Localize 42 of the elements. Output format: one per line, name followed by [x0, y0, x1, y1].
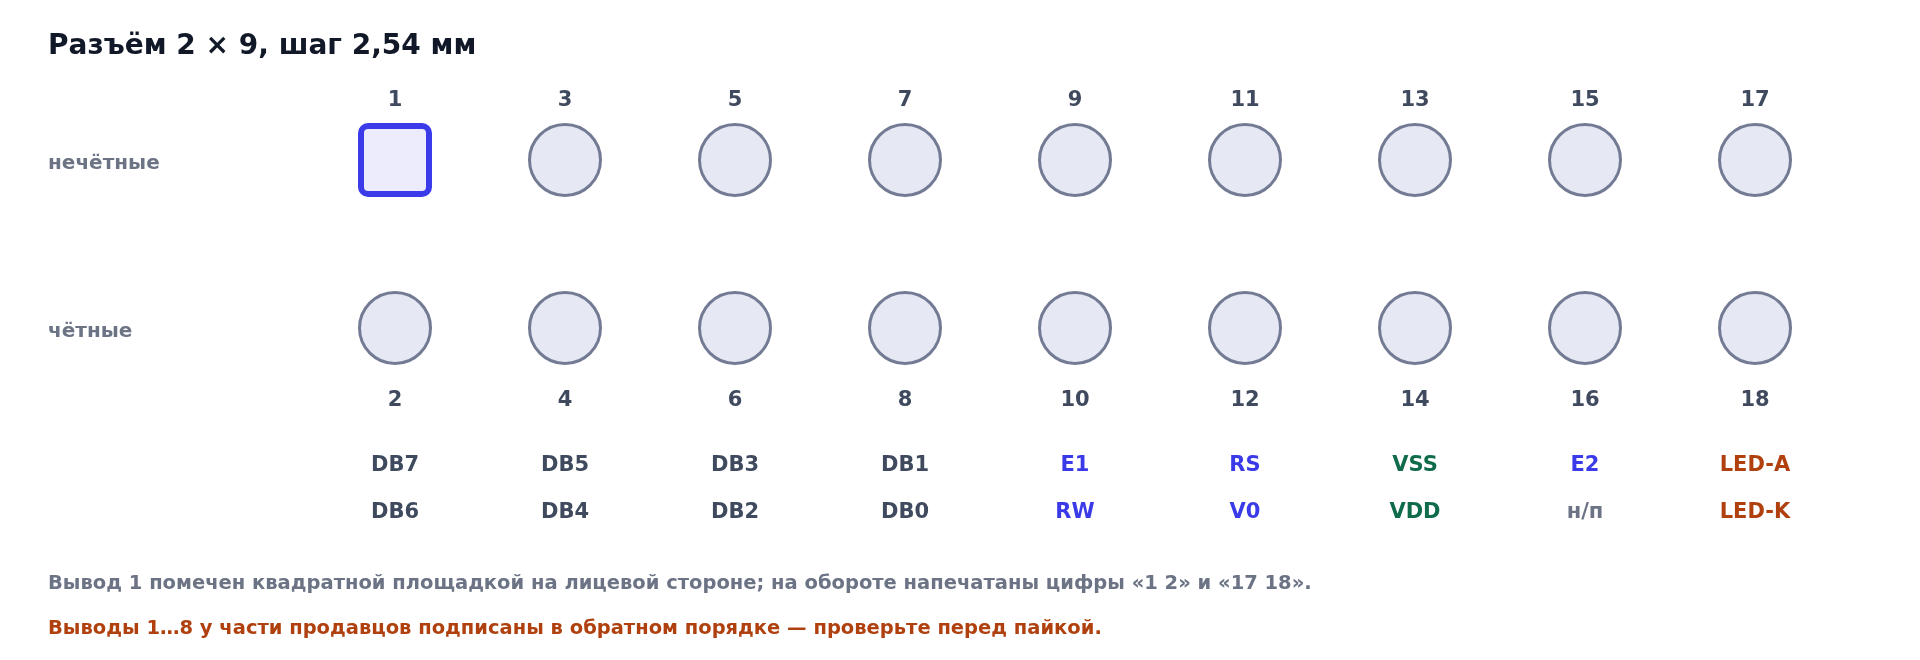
pin-number: 12	[1230, 387, 1260, 411]
square-pad	[358, 123, 432, 197]
signal-name: DB1	[880, 452, 930, 476]
pin-number: 6	[727, 387, 743, 411]
signal-name: E2	[1570, 452, 1600, 476]
pin-number: 16	[1570, 387, 1600, 411]
pin-number: 11	[1230, 87, 1260, 111]
pin-number: 1	[387, 87, 403, 111]
signal-name: н/п	[1566, 499, 1604, 523]
signal-name: DB2	[710, 499, 760, 523]
pin-number: 18	[1740, 387, 1770, 411]
note: Вывод 1 помечен квадратной площадкой на лицевой стороне; на обороте напечатаны цифры «1 2» и «17 18».	[48, 570, 1312, 594]
pin-number: 8	[897, 387, 913, 411]
signal-name: E1	[1060, 452, 1090, 476]
signal-name: V0	[1229, 499, 1261, 523]
pin-number: 14	[1400, 387, 1430, 411]
signal-name: DB4	[540, 499, 590, 523]
title: Разъём 2 × 9, шаг 2,54 мм	[48, 28, 477, 61]
row-label: чётные	[48, 318, 133, 342]
pin-number: 7	[897, 87, 913, 111]
signal-name: DB0	[880, 499, 930, 523]
signal-name: LED-A	[1719, 452, 1791, 476]
signal-name: VSS	[1392, 452, 1438, 476]
pin-number: 17	[1740, 87, 1770, 111]
signal-name: RW	[1055, 499, 1095, 523]
row-label: нечётные	[48, 150, 160, 174]
signal-name: VDD	[1389, 499, 1441, 523]
pin-number: 2	[387, 387, 403, 411]
pin-number: 9	[1067, 87, 1083, 111]
pin-number: 13	[1400, 87, 1430, 111]
note: Выводы 1…8 у части продавцов подписаны в обратном порядке — проверьте перед пайкой.	[48, 615, 1102, 639]
signal-name: DB5	[540, 452, 590, 476]
signal-name: DB6	[370, 499, 420, 523]
signal-name: LED-K	[1719, 499, 1791, 523]
signal-name: DB3	[710, 452, 760, 476]
pin-number: 5	[727, 87, 743, 111]
pin-number: 4	[557, 387, 573, 411]
signal-name: RS	[1229, 452, 1261, 476]
pin-number: 10	[1060, 387, 1090, 411]
signal-name: DB7	[370, 452, 420, 476]
pin-number: 15	[1570, 87, 1600, 111]
pin-number: 3	[557, 87, 573, 111]
